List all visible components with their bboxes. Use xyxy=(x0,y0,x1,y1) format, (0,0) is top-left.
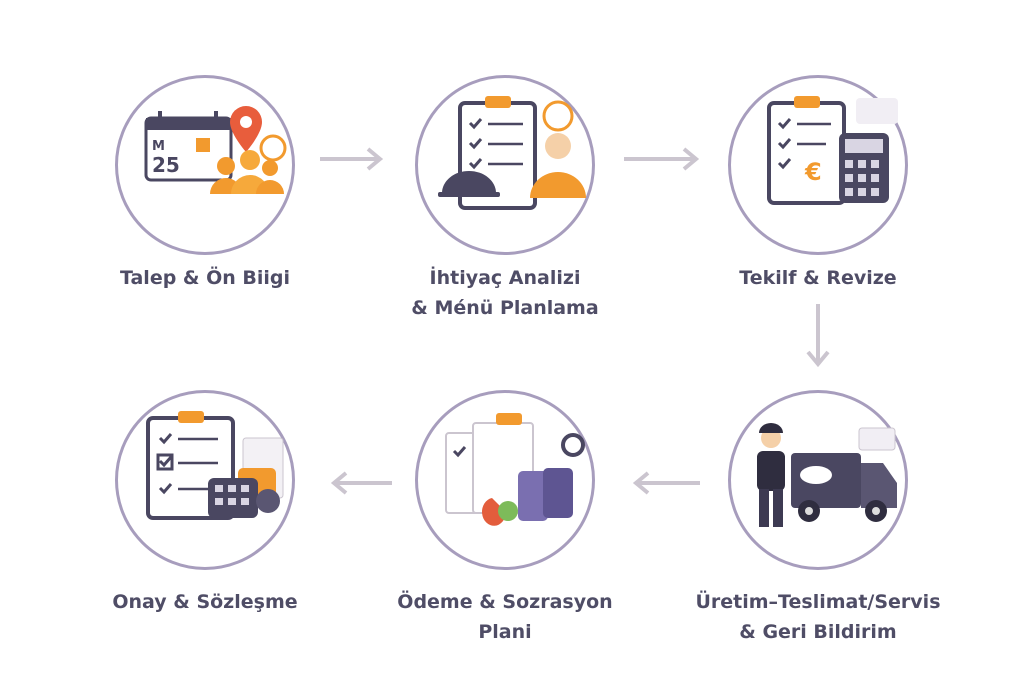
label-line: Plani xyxy=(478,621,532,643)
label-line: & Ménü Planlama xyxy=(411,297,599,319)
step-3-label: Tekilf & Revize xyxy=(668,263,968,293)
step-2-label: İhtiyaç Analizi & Ménü Planlama xyxy=(355,263,655,323)
label-line: & Geri Bildirim xyxy=(739,621,897,643)
arrow-left-icon xyxy=(330,471,392,495)
step-4-circle xyxy=(728,390,908,570)
step-3-circle: € xyxy=(728,75,908,255)
svg-text:€: € xyxy=(804,158,822,186)
label-line: Talep & Ön Biigi xyxy=(119,267,291,289)
contract-approval-icon xyxy=(146,411,284,520)
svg-text:25: 25 xyxy=(152,153,180,177)
label-line: Tekilf & Revize xyxy=(739,267,897,289)
step-1-label: Talep & Ön Biigi xyxy=(55,263,355,293)
checklist-chef-icon xyxy=(438,96,586,210)
label-line: Ödeme & Sozrasyon xyxy=(397,591,613,613)
label-line: Onay & Sözleşme xyxy=(112,591,298,613)
checklist-calculator-icon: € xyxy=(767,96,898,205)
step-5-circle xyxy=(415,390,595,570)
step-6-circle xyxy=(115,390,295,570)
arrow-left-icon xyxy=(632,471,700,495)
arrow-right-icon xyxy=(624,147,700,171)
documents-payment-icon xyxy=(445,413,585,526)
calendar-location-people-icon: M 25 xyxy=(144,106,287,194)
step-1-circle: M 25 xyxy=(115,75,295,255)
step-2-circle xyxy=(415,75,595,255)
arrow-down-icon xyxy=(806,304,830,368)
label-line: Üretim–Teslimat/Servis xyxy=(695,591,941,613)
step-6-label: Onay & Sözleşme xyxy=(55,587,355,617)
label-line: İhtiyaç Analizi xyxy=(429,267,581,289)
delivery-truck-icon xyxy=(757,423,897,527)
svg-text:M: M xyxy=(152,139,165,154)
step-4-label: Üretim–Teslimat/Servis & Geri Bildirim xyxy=(668,587,968,647)
arrow-right-icon xyxy=(320,147,384,171)
